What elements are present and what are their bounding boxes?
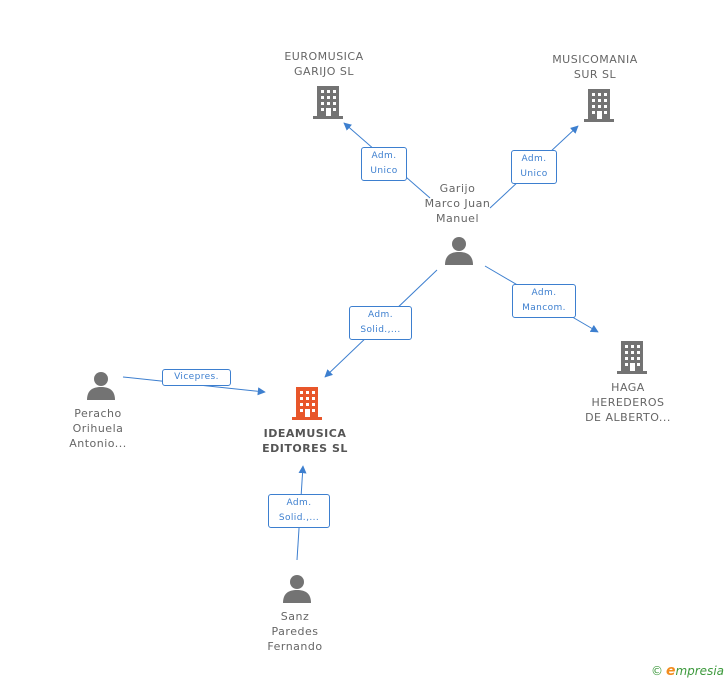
edge-label-line: Adm. [521,154,547,164]
edge-label-line: Unico [370,166,398,176]
node-label-line: GARIJO SL [294,65,354,78]
node-label-peracho[interactable]: Peracho Orihuela Antonio... [48,406,148,451]
building-icon[interactable] [313,86,343,119]
node-label-sanz[interactable]: Sanz Paredes Fernando [245,609,345,654]
edge-label-peracho-ideamusica[interactable]: Vicepres. [162,369,231,386]
node-label-line: Fernando [267,640,323,653]
node-label-line: EDITORES SL [262,442,348,455]
node-label-line: SUR SL [573,68,617,81]
node-label-line: Manuel [436,212,479,225]
node-label-line: Peracho [74,407,122,420]
brand-initial: e [665,663,676,679]
node-label-line: Orihuela [72,422,124,435]
edge-label-line: Adm. [368,310,393,320]
node-label-line: DE ALBERTO... [585,411,671,424]
node-label-ideamusica[interactable]: IDEAMUSICA EDITORES SL [245,426,365,456]
node-label-garijo[interactable]: Garijo Marco Juan Manuel [405,181,510,226]
node-label-line: HAGA [611,381,645,394]
edge-label-line: Mancom. [522,303,566,313]
edge-label-garijo-euromusica[interactable]: Adm. Unico [361,147,407,181]
node-label-line: MUSICOMANIA [552,53,638,66]
edge-label-sanz-ideamusica[interactable]: Adm. Solid.,... [268,494,330,528]
edge-label-line: Vicepres. [174,372,219,382]
building-icon[interactable] [584,89,614,122]
node-label-musicomania[interactable]: MUSICOMANIA SUR SL [535,52,655,82]
edge-label-garijo-haga[interactable]: Adm. Mancom. [512,284,576,318]
node-label-line: HEREDEROS [591,396,665,409]
edge-label-line: Adm. [371,151,397,161]
brand-name: mpresia [675,664,724,678]
copyright-symbol: © [650,664,663,678]
edge-label-line: Solid.,... [278,513,320,523]
person-icon[interactable] [283,575,311,603]
node-label-euromusica[interactable]: EUROMUSICA GARIJO SL [264,49,384,79]
node-label-line: Antonio... [69,437,127,450]
edge-label-line: Solid.,... [360,325,401,335]
person-icon[interactable] [445,237,473,265]
node-label-line: Garijo [439,182,476,195]
empresia-watermark: ©empresia [651,663,724,679]
node-label-line: Paredes [271,625,319,638]
building-icon-main[interactable] [292,387,322,420]
edge-label-line: Adm. [286,498,312,508]
edge-label-line: Adm. [531,288,557,298]
edge-label-garijo-ideamusica[interactable]: Adm. Solid.,... [349,306,412,340]
node-label-line: EUROMUSICA [284,50,364,63]
node-label-line: IDEAMUSICA [263,427,347,440]
building-icon[interactable] [617,341,647,374]
node-label-line: Marco Juan [424,197,491,210]
edge-label-line: Unico [520,169,548,179]
node-label-line: Sanz [280,610,310,623]
node-label-haga[interactable]: HAGA HEREDEROS DE ALBERTO... [573,380,683,425]
person-icon[interactable] [87,372,115,400]
edge-label-garijo-musicomania[interactable]: Adm. Unico [511,150,557,184]
